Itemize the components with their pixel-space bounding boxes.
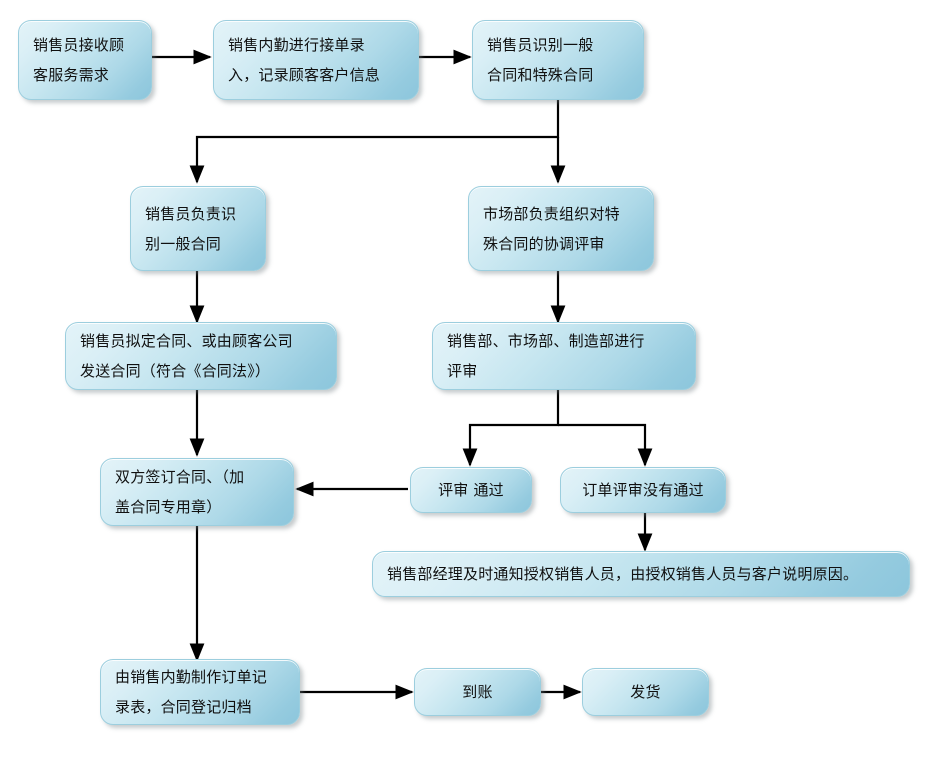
node-label: 销售员接收顾 客服务需求 xyxy=(33,36,125,84)
node-sign-contract-with-seal[interactable]: 双方签订合同、（加 盖合同专用章） xyxy=(100,458,294,526)
node-label: 销售内勤进行接单录 入，记录顾客客户信息 xyxy=(228,36,381,84)
node-payment-received[interactable]: 到账 xyxy=(414,668,541,716)
node-label: 评审 通过 xyxy=(438,481,504,499)
node-label: 市场部负责组织对特 殊合同的协调评审 xyxy=(483,204,620,253)
node-label: 销售员负责识 别一般合同 xyxy=(145,204,237,253)
edge-n3-split-to-n4 xyxy=(189,100,560,184)
node-label: 销售员识别一般 合同和特殊合同 xyxy=(487,36,594,84)
node-label: 发货 xyxy=(630,683,661,701)
node-marketing-dept-coordinate-review[interactable]: 市场部负责组织对特 殊合同的协调评审 xyxy=(468,186,654,271)
node-review-passed[interactable]: 评审 通过 xyxy=(410,467,532,513)
node-departments-review[interactable]: 销售部、市场部、制造部进行 评审 xyxy=(432,322,696,390)
node-sales-admin-order-entry[interactable]: 销售内勤进行接单录 入，记录顾客客户信息 xyxy=(213,20,419,100)
node-receive-customer-request[interactable]: 销售员接收顾 客服务需求 xyxy=(18,20,152,100)
edge-n7-to-n10 xyxy=(558,423,653,467)
node-review-not-passed[interactable]: 订单评审没有通过 xyxy=(560,467,726,513)
node-label: 双方签订合同、（加 盖合同专用章） xyxy=(115,468,245,516)
node-label: 到账 xyxy=(462,683,493,701)
node-salesperson-identify-general-contract[interactable]: 销售员负责识 别一般合同 xyxy=(130,186,266,271)
edge-n7-to-n9 xyxy=(462,390,560,467)
node-label: 销售部、市场部、制造部进行 评审 xyxy=(447,332,645,380)
node-label: 销售员拟定合同、或由顾客公司 发送合同（符合《合同法》） xyxy=(80,332,293,380)
node-ship-goods[interactable]: 发货 xyxy=(582,668,709,716)
node-label: 订单评审没有通过 xyxy=(582,481,704,499)
node-draft-or-receive-contract[interactable]: 销售员拟定合同、或由顾客公司 发送合同（符合《合同法》） xyxy=(65,322,337,390)
node-create-order-record-and-archive[interactable]: 由销售内勤制作订单记 录表，合同登记归档 xyxy=(100,659,300,725)
node-identify-contract-type[interactable]: 销售员识别一般 合同和特殊合同 xyxy=(472,20,644,100)
node-label: 由销售内勤制作订单记 录表，合同登记归档 xyxy=(115,668,268,716)
node-label: 销售部经理及时通知授权销售人员，由授权销售人员与客户说明原因。 xyxy=(387,565,859,583)
node-manager-notify-authorized-sales[interactable]: 销售部经理及时通知授权销售人员，由授权销售人员与客户说明原因。 xyxy=(372,551,910,597)
